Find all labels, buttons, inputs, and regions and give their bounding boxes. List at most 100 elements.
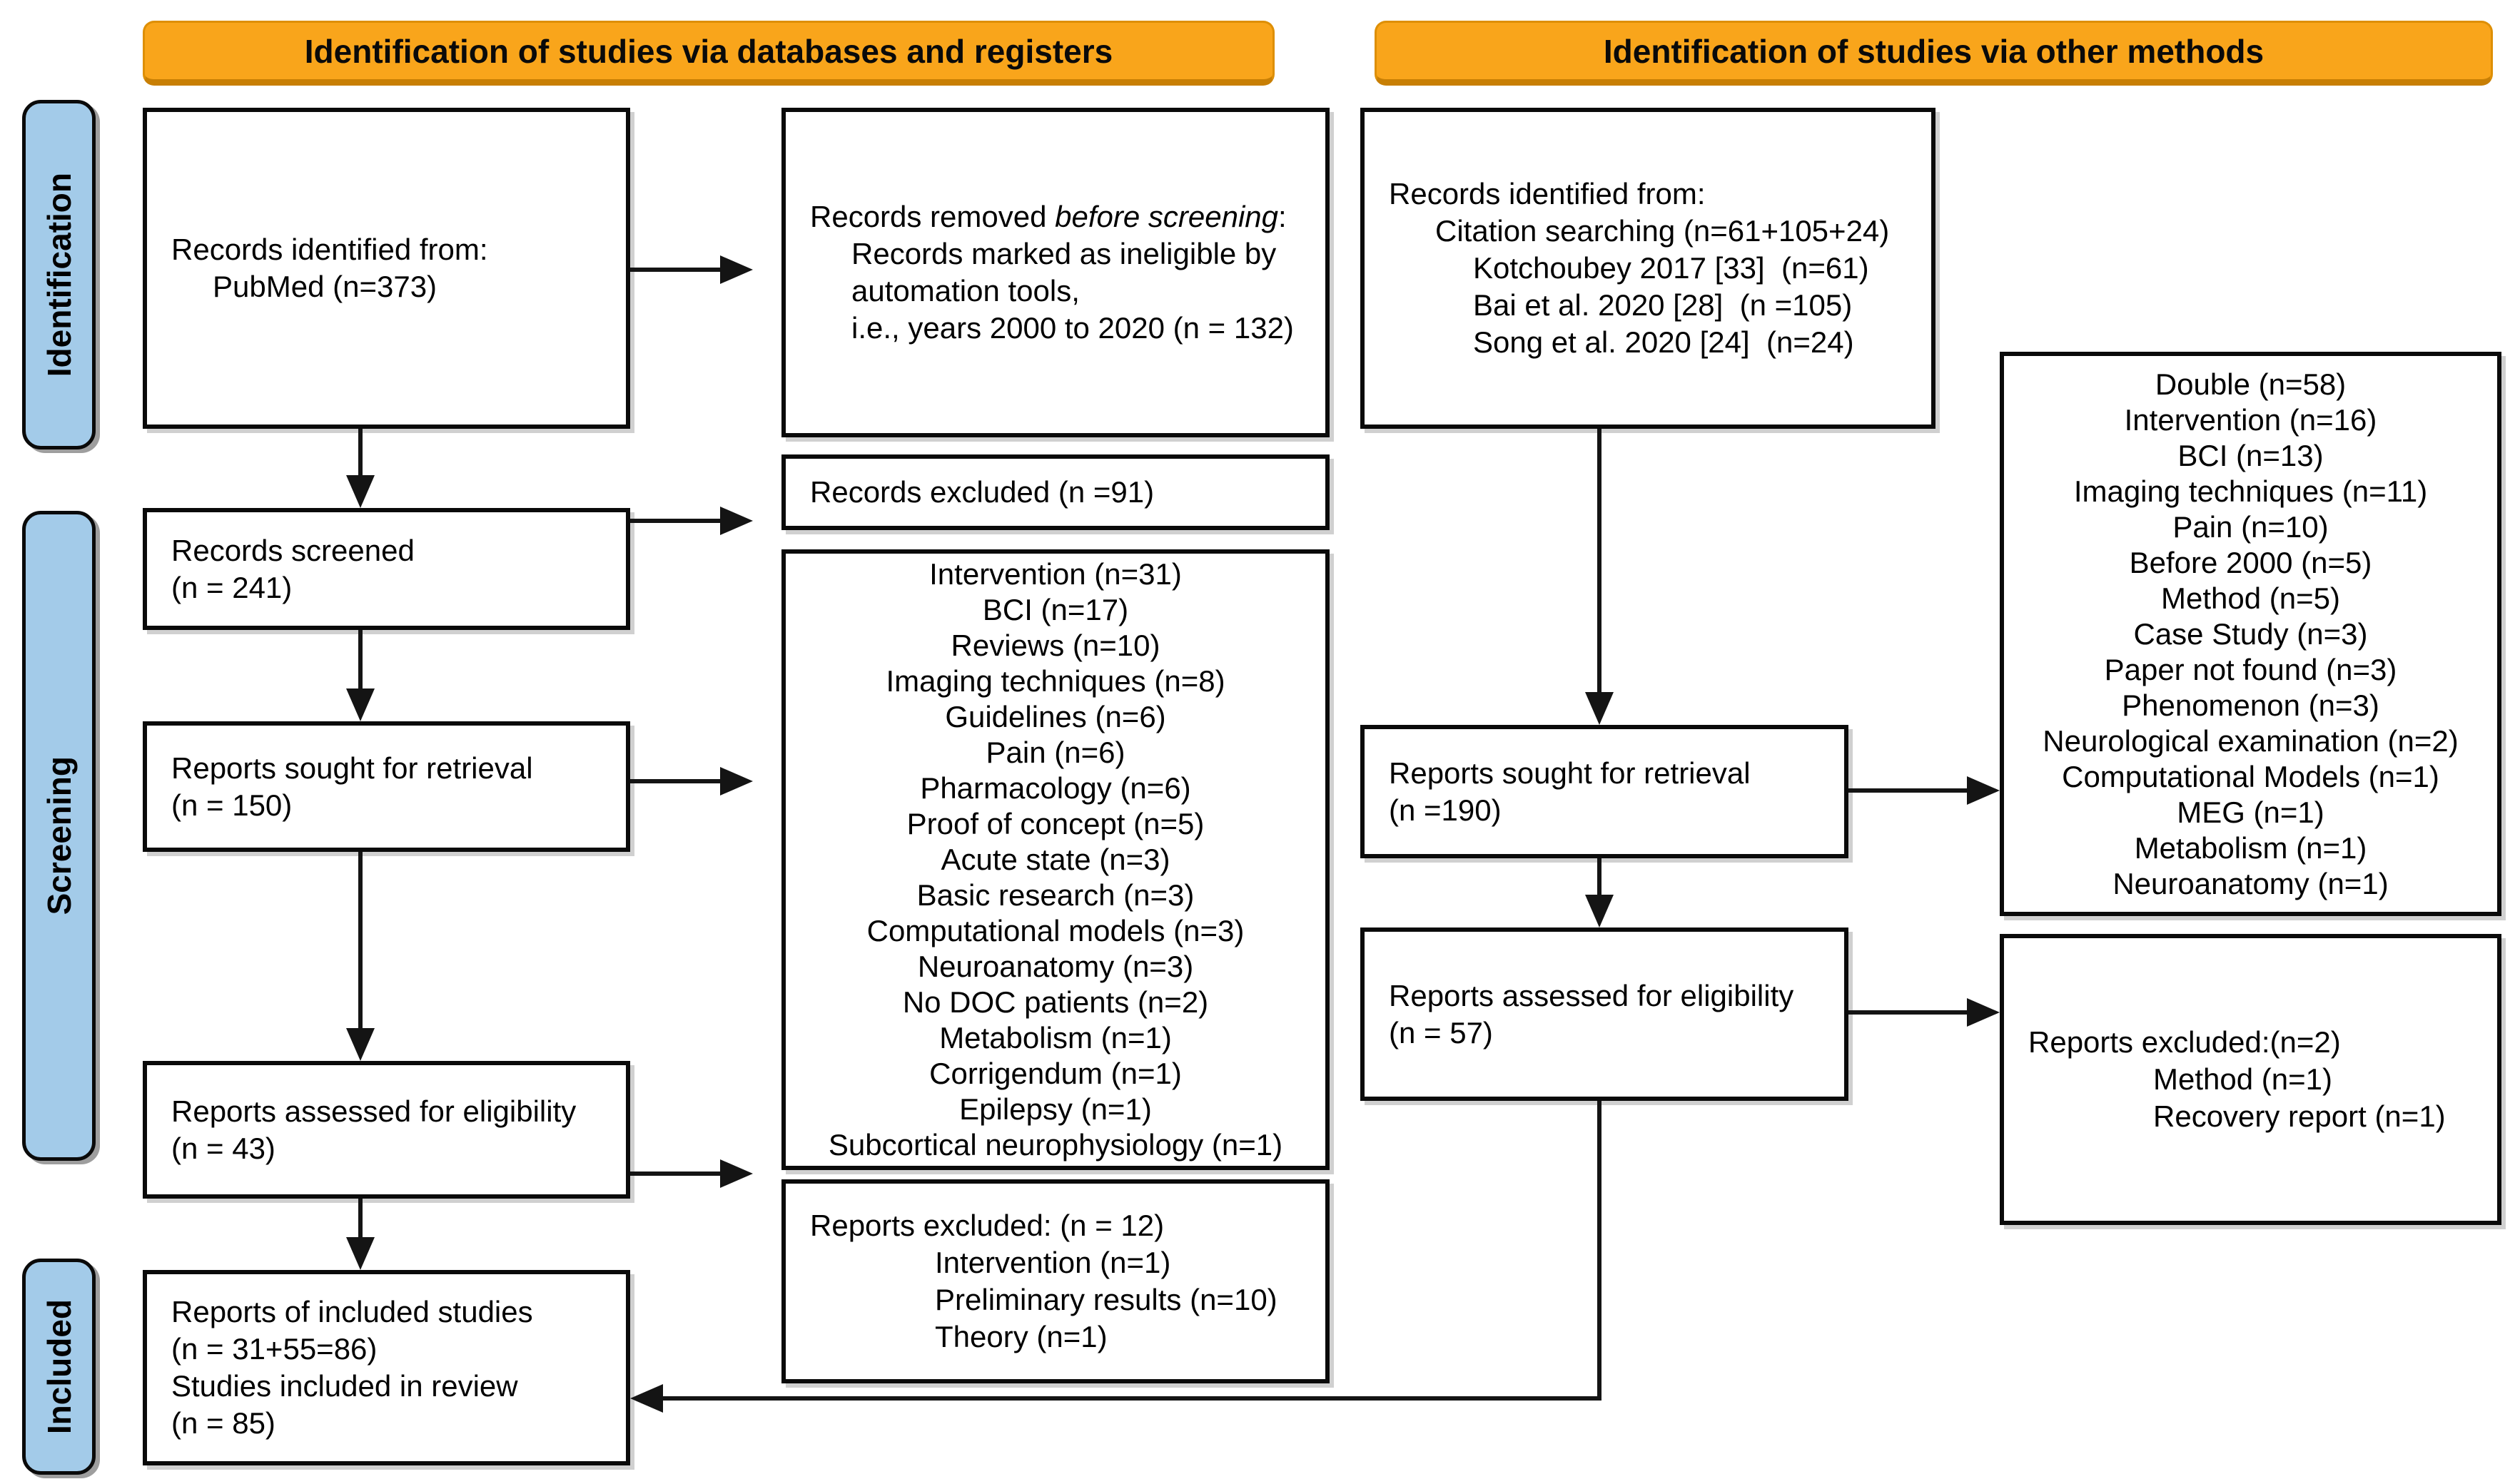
text-line: Preliminary results (n=10) — [935, 1283, 1277, 1316]
text-line: (n = 31+55=86) — [171, 1332, 378, 1366]
stage-included: Included — [22, 1259, 96, 1475]
arrow-identified-to-screened-line — [358, 429, 363, 475]
arrow-sought-to-assessed-head — [346, 1028, 375, 1061]
text-line: Reports excluded: (n = 12) — [810, 1209, 1165, 1242]
text-line: i.e., years 2000 to 2020 (n = 132) — [851, 311, 1294, 345]
text-line: Theory (n=1) — [935, 1320, 1108, 1353]
text-line: Records marked as ineligible by — [851, 237, 1277, 270]
text-line: (n = 57) — [1389, 1015, 1493, 1049]
box-reports-sought-other-text: Reports sought for retrieval(n =190) — [1365, 755, 1844, 829]
text-line: Reports excluded:(n=2) — [2028, 1025, 2341, 1059]
text-line: No DOC patients (n=2) — [902, 985, 1209, 1019]
text-line: Acute state (n=3) — [941, 843, 1170, 876]
text-line: (n = 150) — [171, 788, 293, 822]
text-line: Double (n=58) — [2155, 367, 2347, 401]
stage-included-label: Included — [40, 1298, 78, 1435]
text-line: Imaging techniques (n=11) — [2073, 474, 2428, 508]
box-records-screened-text: Records screened(n = 241) — [147, 532, 626, 606]
text-line: Reports assessed for eligibility — [171, 1094, 577, 1128]
box-records-excluded: Records excluded (n =91) — [781, 454, 1330, 530]
arrow-sought-to-reasons-head — [720, 767, 753, 796]
text-line: Neuroanatomy (n=1) — [2112, 866, 2389, 900]
arrow-screened-to-excluded-line — [630, 519, 720, 523]
arrow-other-sought-to-assessed-line — [1597, 858, 1601, 895]
box-reports-excluded-other: Reports excluded:(n=2)Method (n=1)Recove… — [2000, 934, 2501, 1225]
text-line: BCI (n=17) — [982, 593, 1129, 626]
records-removed-suffix: : — [1278, 200, 1287, 233]
text-line: Subcortical neurophysiology (n=1) — [828, 1128, 1283, 1162]
box-records-identified-databases: Records identified from: PubMed (n=373) — [143, 108, 630, 429]
text-line: Kotchoubey 2017 [33] (n=61) — [1473, 251, 1869, 285]
box-included-studies: Reports of included studies (n = 31+55=86… — [143, 1270, 630, 1465]
text-line: Reports of included studies — [171, 1295, 533, 1328]
arrow-identified-to-screened-head — [346, 475, 375, 508]
text-line: (n = 85) — [171, 1406, 275, 1440]
arrow-other-sought-to-reasons-head — [1967, 776, 2000, 805]
arrow-other-sought-to-reasons-line — [1848, 788, 1967, 793]
text-line: (n = 241) — [171, 570, 293, 604]
text-line: Intervention (n=31) — [929, 557, 1182, 591]
box-records-removed-before-screening: Records removed before screening: Record… — [781, 108, 1330, 437]
box-reports-sought-databases: Reports sought for retrieval(n = 150) — [143, 721, 630, 852]
box-included-studies-text: Reports of included studies (n = 31+55=86… — [147, 1294, 626, 1442]
arrow-assessed-to-included-head — [346, 1237, 375, 1270]
text-line: Records identified from: — [171, 233, 488, 266]
text-line: Metabolism (n=1) — [939, 1021, 1172, 1054]
box-reports-assessed-databases-text: Reports assessed for eligibility(n = 43) — [147, 1093, 626, 1167]
text-line: Corrigendum (n=1) — [929, 1057, 1182, 1090]
connector-other-assessed-to-included-line — [663, 1396, 1601, 1401]
connector-other-assessed-to-included-head — [630, 1384, 663, 1413]
banner-other-label: Identification of studies via other meth… — [1603, 32, 2265, 70]
text-line: Neurological examination (n=2) — [2043, 723, 2459, 758]
connector-other-assessed-down-line — [1597, 1101, 1601, 1401]
box-records-excluded-text: Records excluded (n =91) — [786, 474, 1325, 511]
text-line: Method (n=5) — [2161, 581, 2340, 615]
text-line: Bai et al. 2020 [28] (n =105) — [1473, 288, 1853, 322]
text-line: Records excluded (n =91) — [810, 475, 1155, 509]
text-line: Records identified from: — [1389, 177, 1706, 210]
box-reports-excluded-other-text: Reports excluded:(n=2)Method (n=1)Recove… — [2004, 1024, 2497, 1135]
text-line: Studies included in review — [171, 1369, 518, 1403]
text-line: Recovery report (n=1) — [2153, 1099, 2446, 1133]
text-line: BCI (n=13) — [2177, 438, 2324, 472]
box-reports-sought-other: Reports sought for retrieval(n =190) — [1360, 725, 1848, 858]
arrow-screened-to-sought-line — [358, 630, 363, 688]
text-line: Pain (n=6) — [986, 736, 1125, 769]
text-line: Records screened — [171, 533, 415, 567]
box-reports-assessed-other: Reports assessed for eligibility(n = 57) — [1360, 927, 1848, 1101]
arrow-sought-to-assessed-line — [358, 852, 363, 1028]
text-line: Basic research (n=3) — [916, 878, 1195, 912]
arrow-screened-to-sought-head — [346, 688, 375, 721]
text-line: (n =190) — [1389, 793, 1502, 827]
banner-databases-registers: Identification of studies via databases … — [143, 21, 1275, 86]
text-line: Pharmacology (n=6) — [920, 771, 1191, 805]
arrow-other-identified-to-sought-head — [1585, 692, 1614, 725]
box-reports-sought-databases-text: Reports sought for retrieval(n = 150) — [147, 750, 626, 824]
box-exclusion-reasons-databases: Intervention (n=31)BCI (n=17)Reviews (n=… — [781, 549, 1330, 1170]
text-line: Before 2000 (n=5) — [2129, 545, 2372, 579]
text-line: Pain (n=10) — [2172, 509, 2329, 544]
text-line: Metabolism (n=1) — [2134, 830, 2367, 865]
text-line: MEG (n=1) — [2177, 795, 2324, 829]
text-line: Reports sought for retrieval — [1389, 756, 1751, 790]
stage-identification-label: Identification — [40, 172, 78, 377]
text-line: Reviews (n=10) — [951, 629, 1160, 662]
box-reports-excluded-databases: Reports excluded: (n = 12) Intervention (… — [781, 1179, 1330, 1383]
arrow-sought-to-reasons-line — [630, 779, 720, 783]
arrow-other-assessed-to-excluded2-head — [1967, 998, 2000, 1027]
text-line: Reports sought for retrieval — [171, 751, 533, 785]
box-exclusion-reasons-other: Double (n=58)Intervention (n=16)BCI (n=1… — [2000, 352, 2501, 916]
arrow-assessed-to-excluded12-head — [720, 1159, 753, 1188]
text-line: Phenomenon (n=3) — [2122, 688, 2379, 722]
box-records-removed-text: Records removed before screening: Record… — [786, 198, 1325, 347]
text-line: Citation searching (n=61+105+24) — [1435, 214, 1890, 248]
arrow-identified-to-removed-head — [720, 255, 753, 284]
text-line: PubMed (n=373) — [213, 270, 437, 303]
text-line: Imaging techniques (n=8) — [886, 664, 1225, 698]
box-reports-assessed-databases: Reports assessed for eligibility(n = 43) — [143, 1061, 630, 1199]
text-line: Song et al. 2020 [24] (n=24) — [1473, 325, 1854, 359]
arrow-other-assessed-to-excluded2-line — [1848, 1010, 1967, 1015]
text-line: Intervention (n=1) — [935, 1246, 1171, 1279]
